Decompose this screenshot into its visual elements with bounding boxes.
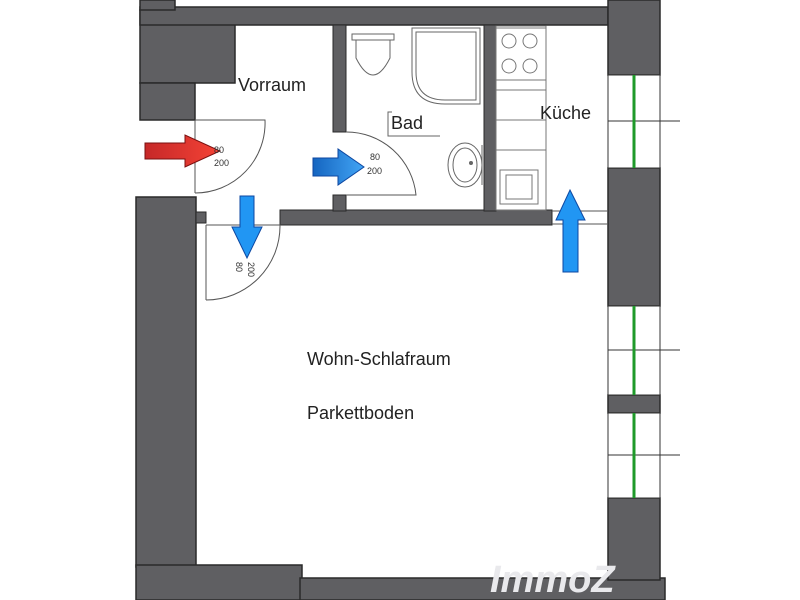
wall-kitchen bbox=[483, 24, 497, 212]
kitchen-fixtures bbox=[495, 25, 547, 211]
blue-arrow-right-icon bbox=[312, 148, 365, 186]
door-bath-width: 80 bbox=[370, 152, 380, 162]
watermark: ImmoZ bbox=[490, 559, 616, 600]
wall-bath-left-low bbox=[332, 194, 347, 212]
wall-left-lower bbox=[135, 196, 197, 568]
blue-arrow-down-icon bbox=[231, 195, 263, 260]
door-swings bbox=[194, 119, 608, 301]
toilet-tank bbox=[351, 33, 395, 41]
room-label-floor: Parkettboden bbox=[307, 403, 414, 423]
wall-bottom bbox=[299, 577, 666, 600]
wall-right-mullion bbox=[607, 394, 661, 414]
windows bbox=[607, 74, 680, 499]
door-room-height: 200 bbox=[246, 262, 256, 277]
room-label-kueche: Küche bbox=[540, 103, 591, 123]
sink-icon bbox=[499, 169, 539, 205]
wall-right-bottom bbox=[607, 497, 661, 581]
bathroom-fixtures bbox=[351, 27, 483, 188]
room-label-vorraum: Vorraum bbox=[238, 75, 306, 95]
toilet-bowl-icon bbox=[355, 39, 391, 76]
door-entry-height: 200 bbox=[214, 158, 229, 168]
wall-top-stub bbox=[139, 0, 176, 11]
interior-walls bbox=[195, 24, 553, 226]
door-bath-height: 200 bbox=[367, 166, 382, 176]
wall-right-mid bbox=[607, 167, 661, 307]
wall-bath-left bbox=[332, 24, 347, 133]
room-label-wohn: Wohn-Schlafraum bbox=[307, 349, 451, 369]
wall-left-upper bbox=[139, 82, 196, 121]
wall-interior-horizontal bbox=[279, 209, 553, 226]
blue-arrow-up-icon bbox=[555, 188, 586, 273]
wall-right-top bbox=[607, 0, 661, 76]
door-room-swing bbox=[205, 224, 281, 301]
kitchen-counter bbox=[495, 25, 547, 211]
door-bath-swing bbox=[345, 131, 417, 196]
wall-top bbox=[139, 6, 609, 26]
shower-tray bbox=[411, 27, 481, 105]
wall-interior-stub bbox=[195, 211, 207, 224]
door-entry-swing bbox=[194, 119, 266, 194]
wall-bottom-left bbox=[135, 564, 303, 600]
door-room-width: 80 bbox=[234, 262, 244, 272]
room-label-bad: Bad bbox=[391, 113, 423, 133]
stove-icon bbox=[495, 27, 547, 81]
door-entry-width: 80 bbox=[214, 145, 224, 155]
walls bbox=[135, 0, 666, 600]
red-arrow-right-icon bbox=[144, 134, 222, 168]
bath-label-bracket bbox=[387, 111, 440, 137]
